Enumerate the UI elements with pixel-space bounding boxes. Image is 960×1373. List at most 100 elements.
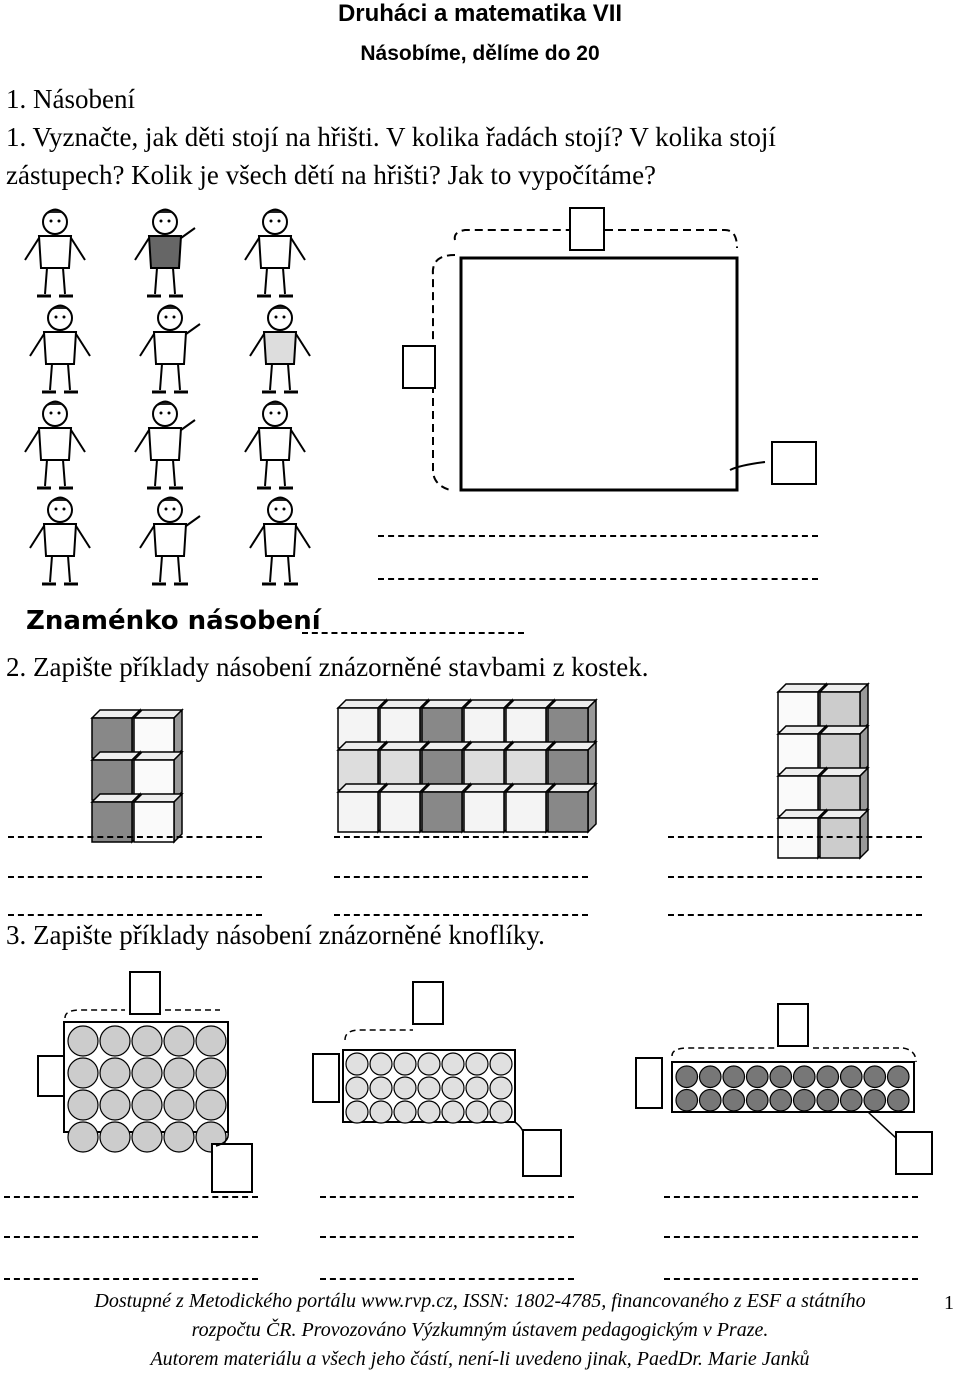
answer-line[interactable] bbox=[378, 578, 818, 580]
button-circle bbox=[163, 1121, 195, 1153]
answer-line[interactable] bbox=[334, 876, 588, 878]
answer-line[interactable] bbox=[4, 1196, 258, 1198]
cube-building-1 bbox=[90, 708, 184, 844]
answer-line[interactable] bbox=[664, 1236, 918, 1238]
cube bbox=[546, 782, 598, 834]
button-circle bbox=[417, 1100, 441, 1124]
answer-line[interactable] bbox=[8, 876, 262, 878]
cube-building-2 bbox=[336, 698, 598, 834]
cube bbox=[420, 698, 472, 750]
page-number: 1 bbox=[944, 1292, 954, 1314]
button-circle bbox=[863, 1088, 887, 1112]
button-circle bbox=[99, 1025, 131, 1057]
cube bbox=[462, 698, 514, 750]
button-circle bbox=[863, 1065, 887, 1089]
button-circle bbox=[131, 1025, 163, 1057]
worksheet-title: Druháci a matematika VII bbox=[337, 0, 623, 27]
answer-line[interactable] bbox=[378, 535, 818, 537]
button-circle bbox=[417, 1052, 441, 1076]
cube bbox=[90, 708, 142, 760]
children-illustration bbox=[24, 208, 311, 586]
cube bbox=[336, 782, 388, 834]
task1-line2: zástupech? Kolik je všech dětí na hřišti… bbox=[6, 160, 657, 190]
answer-line[interactable] bbox=[664, 1278, 918, 1280]
cube bbox=[462, 782, 514, 834]
child-figure bbox=[139, 496, 201, 586]
button-circle bbox=[131, 1121, 163, 1153]
button-circle bbox=[489, 1052, 513, 1076]
answer-line[interactable] bbox=[320, 1278, 574, 1280]
cube bbox=[818, 724, 870, 776]
answer-line[interactable] bbox=[668, 914, 922, 916]
worksheet-subtitle: Násobíme, dělíme do 20 bbox=[360, 42, 600, 65]
button-circle bbox=[99, 1089, 131, 1121]
answer-line[interactable] bbox=[8, 836, 262, 838]
child-figure bbox=[29, 496, 91, 586]
answer-box bbox=[522, 1129, 562, 1177]
button-circle bbox=[393, 1100, 417, 1124]
answer-line[interactable] bbox=[334, 836, 588, 838]
cube bbox=[378, 698, 430, 750]
multiplication-sign-line[interactable] bbox=[302, 632, 524, 634]
answer-line[interactable] bbox=[664, 1196, 918, 1198]
button-circle bbox=[99, 1121, 131, 1153]
child-figure bbox=[244, 400, 306, 490]
button-circle bbox=[441, 1076, 465, 1100]
rows-answer-box bbox=[402, 345, 436, 389]
button-circle bbox=[489, 1100, 513, 1124]
cube bbox=[776, 724, 828, 776]
multiplication-sign-label: Znaménko násobení bbox=[26, 606, 321, 636]
answer-box bbox=[129, 971, 161, 1015]
button-circle bbox=[195, 1089, 227, 1121]
button-circle bbox=[345, 1100, 369, 1124]
child-figure bbox=[24, 208, 86, 298]
cube bbox=[776, 808, 828, 860]
answer-box bbox=[312, 1053, 340, 1103]
cube bbox=[90, 792, 142, 844]
button-circle bbox=[345, 1052, 369, 1076]
button-circle bbox=[465, 1100, 489, 1124]
footer-line-3: Autorem materiálu a všech jeho částí, ne… bbox=[150, 1348, 810, 1370]
button-circle bbox=[698, 1088, 722, 1112]
button-circle bbox=[345, 1076, 369, 1100]
button-circle bbox=[369, 1100, 393, 1124]
cube bbox=[818, 808, 870, 860]
cube bbox=[504, 740, 556, 792]
answer-box bbox=[37, 1055, 65, 1097]
answer-line[interactable] bbox=[8, 914, 262, 916]
answer-box bbox=[777, 1003, 809, 1047]
button-circle bbox=[417, 1076, 441, 1100]
answer-line[interactable] bbox=[334, 914, 588, 916]
button-circle bbox=[163, 1089, 195, 1121]
footer-line-2: rozpočtu ČR. Provozováno Výzkumným ústav… bbox=[191, 1319, 769, 1341]
button-circle bbox=[816, 1088, 840, 1112]
cube-building-3 bbox=[776, 682, 870, 860]
button-circle bbox=[769, 1065, 793, 1089]
cube bbox=[818, 766, 870, 818]
answer-line[interactable] bbox=[320, 1236, 574, 1238]
cube bbox=[132, 708, 184, 760]
cube bbox=[378, 740, 430, 792]
child-figure bbox=[24, 400, 86, 490]
answer-line[interactable] bbox=[668, 836, 922, 838]
button-set-1 bbox=[37, 971, 253, 1193]
button-circle bbox=[99, 1057, 131, 1089]
footer-line-1: Dostupné z Metodického portálu www.rvp.c… bbox=[94, 1290, 866, 1312]
cube bbox=[504, 782, 556, 834]
answer-line[interactable] bbox=[668, 876, 922, 878]
task3-text: 3. Zapište příklady násobení znázorněné … bbox=[6, 920, 545, 950]
answer-line[interactable] bbox=[4, 1278, 258, 1280]
button-circle bbox=[745, 1088, 769, 1112]
child-figure bbox=[249, 496, 311, 586]
cube bbox=[504, 698, 556, 750]
answer-line[interactable] bbox=[320, 1196, 574, 1198]
cube bbox=[818, 682, 870, 734]
cube bbox=[420, 740, 472, 792]
answer-line[interactable] bbox=[4, 1236, 258, 1238]
button-circle bbox=[195, 1057, 227, 1089]
button-circle bbox=[67, 1089, 99, 1121]
button-circle bbox=[792, 1088, 816, 1112]
button-circle bbox=[886, 1088, 910, 1112]
button-circle bbox=[839, 1065, 863, 1089]
button-circle bbox=[369, 1076, 393, 1100]
